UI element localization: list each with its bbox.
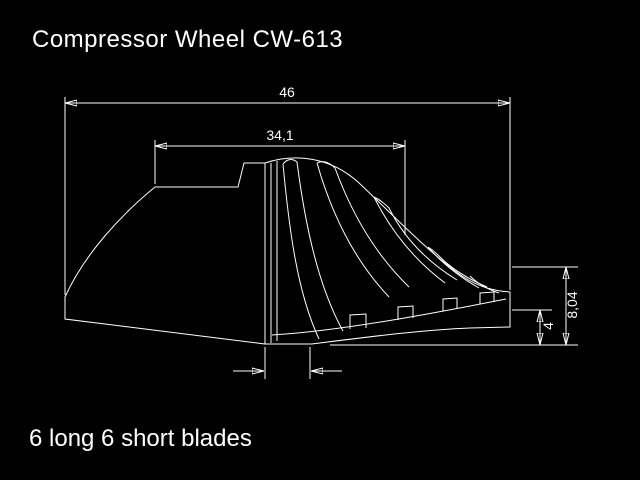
blade-long-2 xyxy=(316,161,410,298)
blade-long-1 xyxy=(282,159,344,340)
wheel-cross-section xyxy=(64,157,511,345)
blade-count-note: 6 long 6 short blades xyxy=(29,425,252,452)
dimension-overall-width: 46 xyxy=(64,84,511,295)
dim-backplate-thickness-label: 4 xyxy=(540,322,556,330)
dimension-bore xyxy=(233,347,342,379)
dim-exducer-height-label: 8,04 xyxy=(564,291,580,318)
shroud-contour xyxy=(264,157,511,345)
exducer-slots xyxy=(349,291,495,329)
dimension-hub-width: 34,1 xyxy=(154,127,406,235)
dimension-backplate-thickness: 4 xyxy=(512,309,556,345)
hub-section-hatched xyxy=(64,162,266,345)
blade-short-1 xyxy=(373,196,458,284)
hub-surface-line xyxy=(271,298,507,336)
blade-short-3 xyxy=(469,275,500,294)
drawing-title: Compressor Wheel CW-613 xyxy=(32,26,344,53)
blade-short-2 xyxy=(427,246,488,289)
dimension-exducer-height: 8,04 xyxy=(330,266,580,346)
back-face-lines xyxy=(270,161,278,343)
dim-hub-width-label: 34,1 xyxy=(266,127,293,143)
dim-overall-width-label: 46 xyxy=(279,84,295,100)
